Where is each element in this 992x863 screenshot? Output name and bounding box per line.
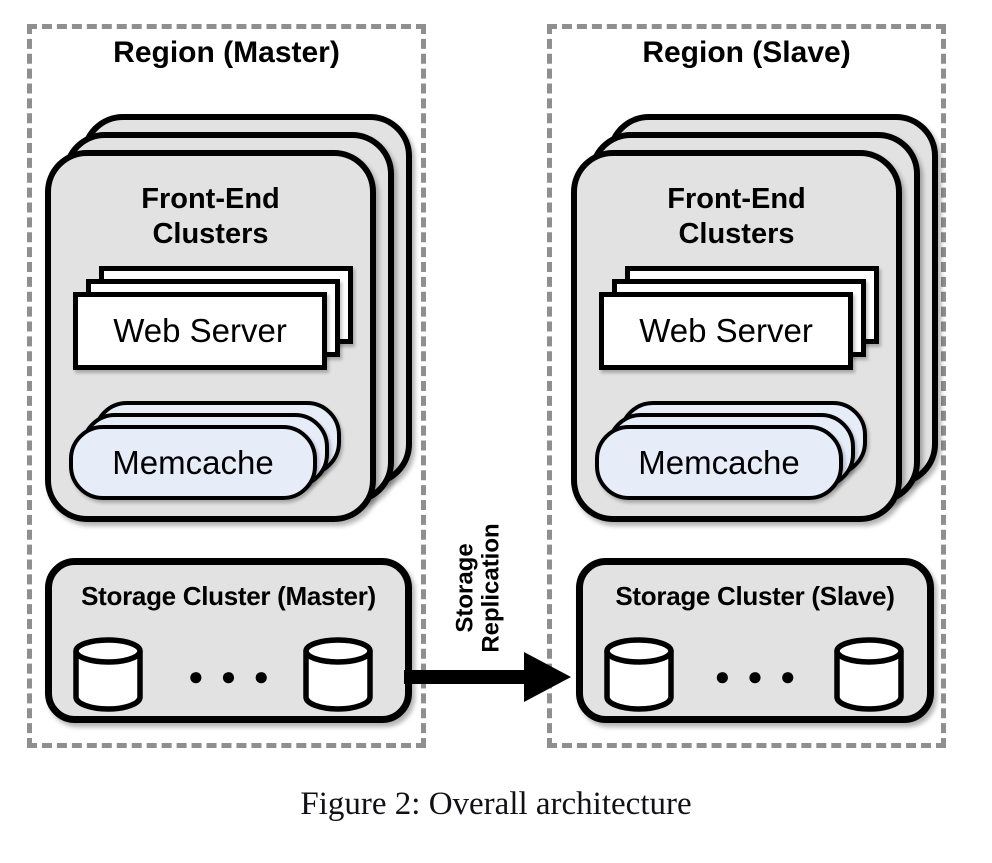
region-slave-title: Region (Slave) bbox=[642, 36, 851, 69]
storage-cluster-slave-box: Storage Cluster (Slave) ●●● bbox=[576, 558, 934, 723]
front-end-clusters-title: Front-End Clusters bbox=[141, 183, 280, 251]
web-server-stack: Web Server bbox=[73, 266, 353, 370]
memcache-box: Memcache bbox=[595, 425, 843, 500]
region-master-box: Region (Master) Front-End Clusters Web S… bbox=[27, 24, 426, 748]
region-master-title: Region (Master) bbox=[113, 36, 340, 69]
memcache-stack: Memcache bbox=[595, 401, 867, 500]
storage-replication-label: Storage Replication bbox=[451, 523, 505, 653]
region-slave-box: Region (Slave) Front-End Clusters Web Se… bbox=[547, 24, 946, 748]
database-cylinder-icon bbox=[604, 637, 674, 712]
storage-cluster-slave-title: Storage Cluster (Slave) bbox=[615, 581, 895, 611]
web-server-label: Web Server bbox=[113, 312, 287, 349]
memcache-stack: Memcache bbox=[69, 401, 341, 500]
front-end-clusters-stack: Front-End Clusters Web Server Memcache bbox=[571, 114, 938, 522]
web-server-label: Web Server bbox=[639, 312, 813, 349]
storage-cluster-master-box: Storage Cluster (Master) ●●● bbox=[45, 558, 412, 723]
front-end-cluster-box: Front-End Clusters Web Server Memcache bbox=[45, 150, 376, 522]
front-end-clusters-stack: Front-End Clusters Web Server Memcache bbox=[45, 114, 412, 522]
storage-cluster-master-title: Storage Cluster (Master) bbox=[81, 581, 376, 611]
database-cylinder-icon bbox=[834, 637, 904, 712]
storage-replication-arrow-icon bbox=[404, 652, 571, 702]
memcache-label: Memcache bbox=[638, 443, 800, 481]
web-server-stack: Web Server bbox=[599, 266, 879, 370]
front-end-clusters-title: Front-End Clusters bbox=[667, 183, 806, 251]
memcache-box: Memcache bbox=[69, 425, 317, 500]
database-cylinder-icon bbox=[303, 637, 373, 712]
database-cylinder-icon bbox=[73, 637, 143, 712]
web-server-box: Web Server bbox=[599, 292, 853, 370]
figure-caption: Figure 2: Overall architecture bbox=[300, 786, 692, 822]
ellipsis-dots: ●●● bbox=[187, 661, 287, 691]
ellipsis-dots: ●●● bbox=[714, 661, 813, 691]
front-end-cluster-box: Front-End Clusters Web Server Memcache bbox=[571, 150, 902, 522]
web-server-box: Web Server bbox=[73, 292, 327, 370]
memcache-label: Memcache bbox=[112, 443, 274, 481]
